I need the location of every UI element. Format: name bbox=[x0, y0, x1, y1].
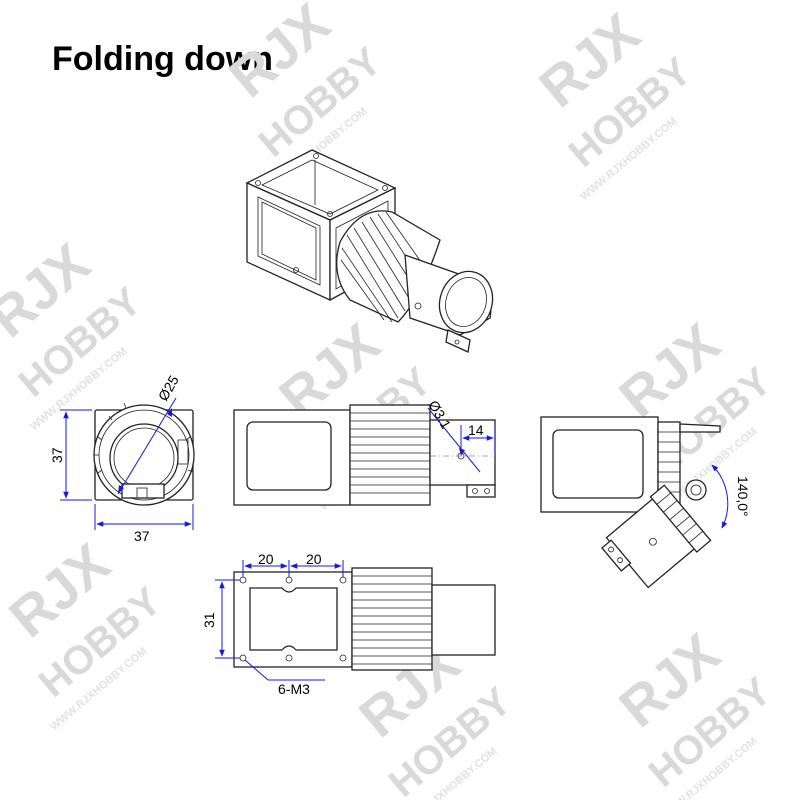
watermark-6: RJX HOBBY WWW.RJXHOBBY.COM bbox=[0, 531, 170, 733]
watermark-3: RJX HOBBY WWW.RJXHOBBY.COM bbox=[0, 231, 150, 433]
side-offset-label: 14 bbox=[468, 422, 484, 438]
hole-callout-label: 6-M3 bbox=[278, 681, 310, 697]
watermark-8: RJX HOBBY WWW.RJXHOBBY.COM bbox=[607, 621, 780, 800]
end-diameter-label: Ø25 bbox=[155, 372, 182, 403]
page-title: Folding down bbox=[52, 40, 273, 78]
top-height-label: 31 bbox=[201, 612, 217, 628]
fold-angle-label: 140,0° bbox=[735, 476, 751, 517]
folded-view: 140,0° bbox=[540, 416, 751, 589]
top-spacing-2-label: 20 bbox=[306, 551, 322, 567]
end-height-label: 37 bbox=[49, 447, 65, 463]
isometric-view bbox=[245, 149, 494, 353]
side-view: Ø3.1 14 bbox=[233, 398, 496, 506]
end-width-label: 37 bbox=[134, 528, 150, 544]
top-spacing-1-label: 20 bbox=[258, 551, 274, 567]
top-view: 20 20 31 6-M3 bbox=[201, 551, 496, 697]
watermark-2: RJX HOBBY WWW.RJXHOBBY.COM bbox=[527, 1, 700, 203]
